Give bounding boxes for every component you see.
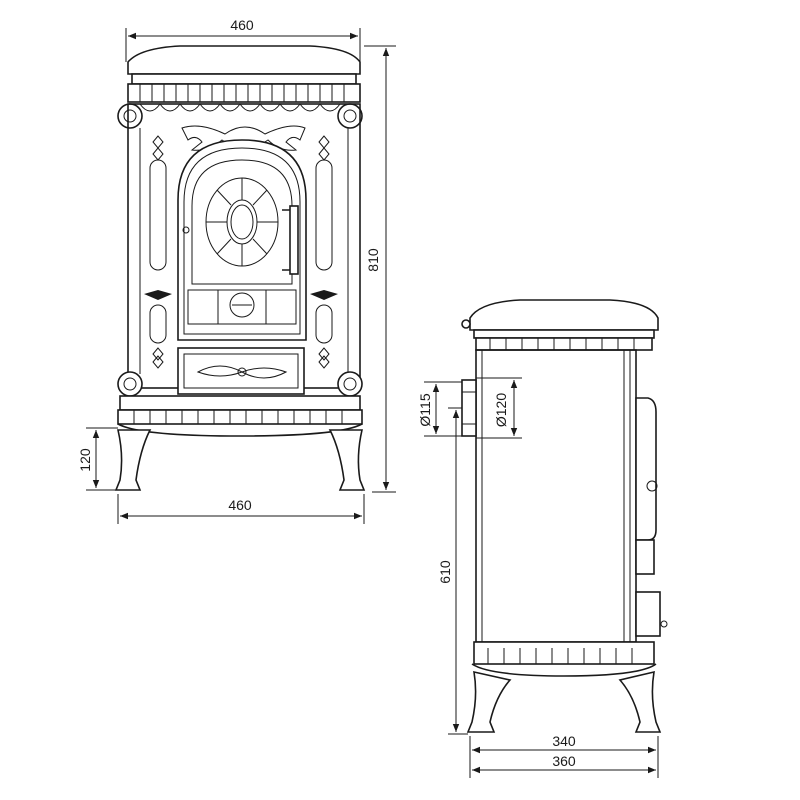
overall-depth-label: 360 [552, 753, 576, 769]
leg-height-label: 120 [77, 448, 93, 472]
overall-height-label: 810 [365, 248, 381, 272]
body-depth-label: 340 [552, 733, 576, 749]
base-width-label: 460 [228, 497, 252, 513]
side-view [461, 299, 668, 733]
top-width-label: 460 [230, 17, 254, 33]
flue-height-label: 610 [437, 560, 453, 584]
front-dimensions: 460 810 120 460 [77, 17, 396, 524]
side-dimensions: Ø115 Ø120 610 340 360 [417, 377, 659, 778]
flue-outer-diameter-label: Ø115 [417, 393, 433, 426]
front-view [114, 45, 366, 491]
flue-inner-diameter-label: Ø120 [493, 393, 509, 427]
